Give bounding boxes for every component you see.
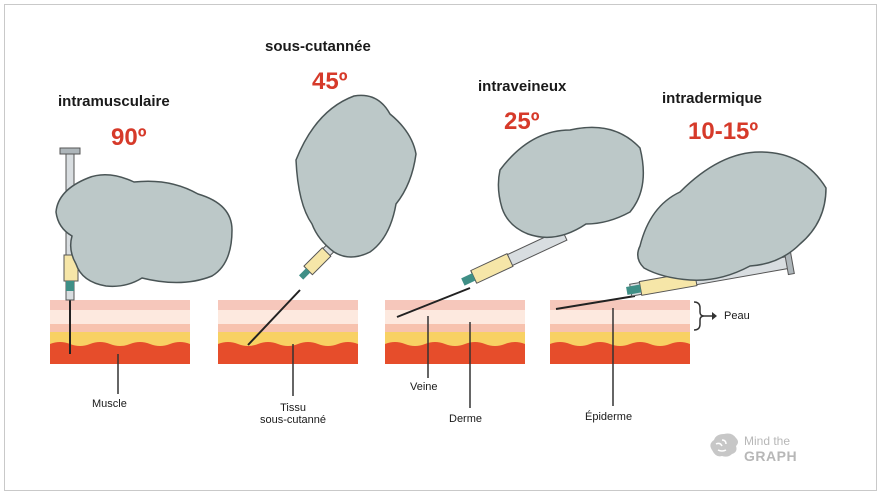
- angle-intramusculaire: 90º: [111, 124, 146, 152]
- skin-block-4: [550, 300, 690, 364]
- mind-the-graph-logo: Mind the GRAPH: [706, 430, 822, 470]
- label-derme: Derme: [449, 413, 482, 425]
- glove-4: [638, 152, 826, 280]
- label-tissu: Tissu sous-cutanné: [245, 402, 341, 426]
- label-epiderme: Épiderme: [585, 411, 632, 423]
- title-intramusculaire: intramusculaire: [58, 93, 170, 110]
- label-muscle: Muscle: [92, 398, 127, 410]
- label-tissu-line1: Tissu: [245, 402, 341, 414]
- title-intraveineux: intraveineux: [478, 78, 566, 95]
- skin-block-2: [218, 300, 358, 364]
- label-peau: Peau: [724, 310, 750, 322]
- title-sous-cutannee: sous-cutannée: [265, 38, 371, 55]
- skin-block-3: [385, 300, 525, 364]
- label-veine: Veine: [410, 381, 438, 393]
- logo-line1: Mind the: [744, 434, 790, 448]
- logo-line2: GRAPH: [744, 448, 797, 464]
- angle-intraveineux: 25º: [504, 108, 539, 136]
- glove-2: [296, 95, 416, 257]
- angle-sous-cutannee: 45º: [312, 68, 347, 96]
- label-tissu-line2: sous-cutanné: [245, 414, 341, 426]
- title-intradermique: intradermique: [662, 90, 762, 107]
- brain-icon: [706, 430, 740, 464]
- glove-1: [56, 175, 232, 287]
- glove-3: [498, 127, 643, 237]
- angle-intradermique: 10-15º: [688, 118, 758, 146]
